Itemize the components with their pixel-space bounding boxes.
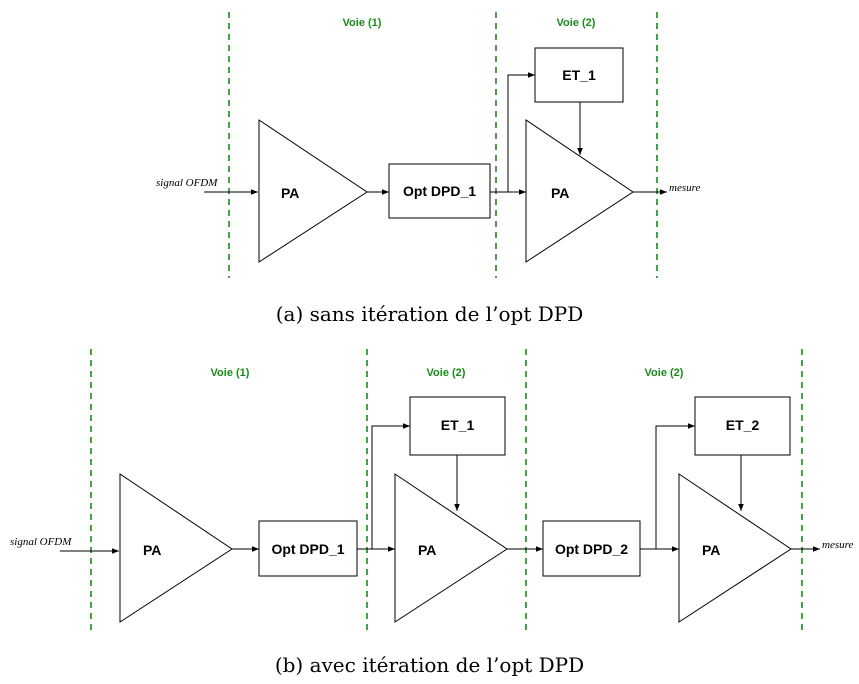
pa-label: PA bbox=[281, 185, 299, 201]
dpd-block bbox=[258, 520, 358, 577]
voie-label: Voie (1) bbox=[211, 367, 250, 379]
pa-amplifier bbox=[258, 119, 368, 263]
diagram-b: Voie (1) Voie (2) Voie (2) signal OFDM P… bbox=[10, 349, 853, 635]
dpd-label: Opt DPD_1 bbox=[403, 183, 476, 199]
diagram-a: Voie (1) Voie (2) signal OFDM PA Opt DPD… bbox=[156, 12, 700, 278]
output-label: mesure bbox=[822, 539, 853, 551]
output-label: mesure bbox=[669, 182, 700, 194]
pa-amplifier bbox=[394, 473, 508, 623]
caption-b: (b) avec itération de l’opt DPD bbox=[274, 653, 585, 677]
et-block bbox=[534, 47, 624, 103]
pa-amplifier bbox=[525, 119, 634, 263]
et-block bbox=[409, 396, 506, 456]
et-block bbox=[694, 396, 791, 456]
branch-line bbox=[507, 72, 535, 192]
branch-line bbox=[655, 423, 695, 549]
input-signal-label: signal OFDM bbox=[10, 536, 72, 548]
et-label: ET_2 bbox=[726, 417, 760, 433]
dpd-block bbox=[388, 163, 491, 219]
caption-a: (a) sans itération de l’opt DPD bbox=[275, 302, 584, 326]
voie-label: Voie (1) bbox=[343, 17, 382, 29]
dpd-block bbox=[542, 520, 641, 577]
pa-amplifier bbox=[119, 473, 233, 623]
pa-label: PA bbox=[551, 185, 569, 201]
et-label: ET_1 bbox=[562, 67, 596, 83]
dpd-label: Opt DPD_1 bbox=[271, 541, 344, 557]
input-signal-label: signal OFDM bbox=[156, 177, 218, 189]
pa-label: PA bbox=[418, 542, 436, 558]
voie-label: Voie (2) bbox=[557, 17, 596, 29]
pa-amplifier bbox=[678, 473, 792, 623]
pa-label: PA bbox=[143, 542, 161, 558]
voie-label: Voie (2) bbox=[645, 367, 684, 379]
branch-line bbox=[371, 423, 410, 549]
et-label: ET_1 bbox=[441, 417, 475, 433]
dpd-label: Opt DPD_2 bbox=[555, 541, 628, 557]
voie-label: Voie (2) bbox=[427, 367, 466, 379]
pa-label: PA bbox=[702, 542, 720, 558]
